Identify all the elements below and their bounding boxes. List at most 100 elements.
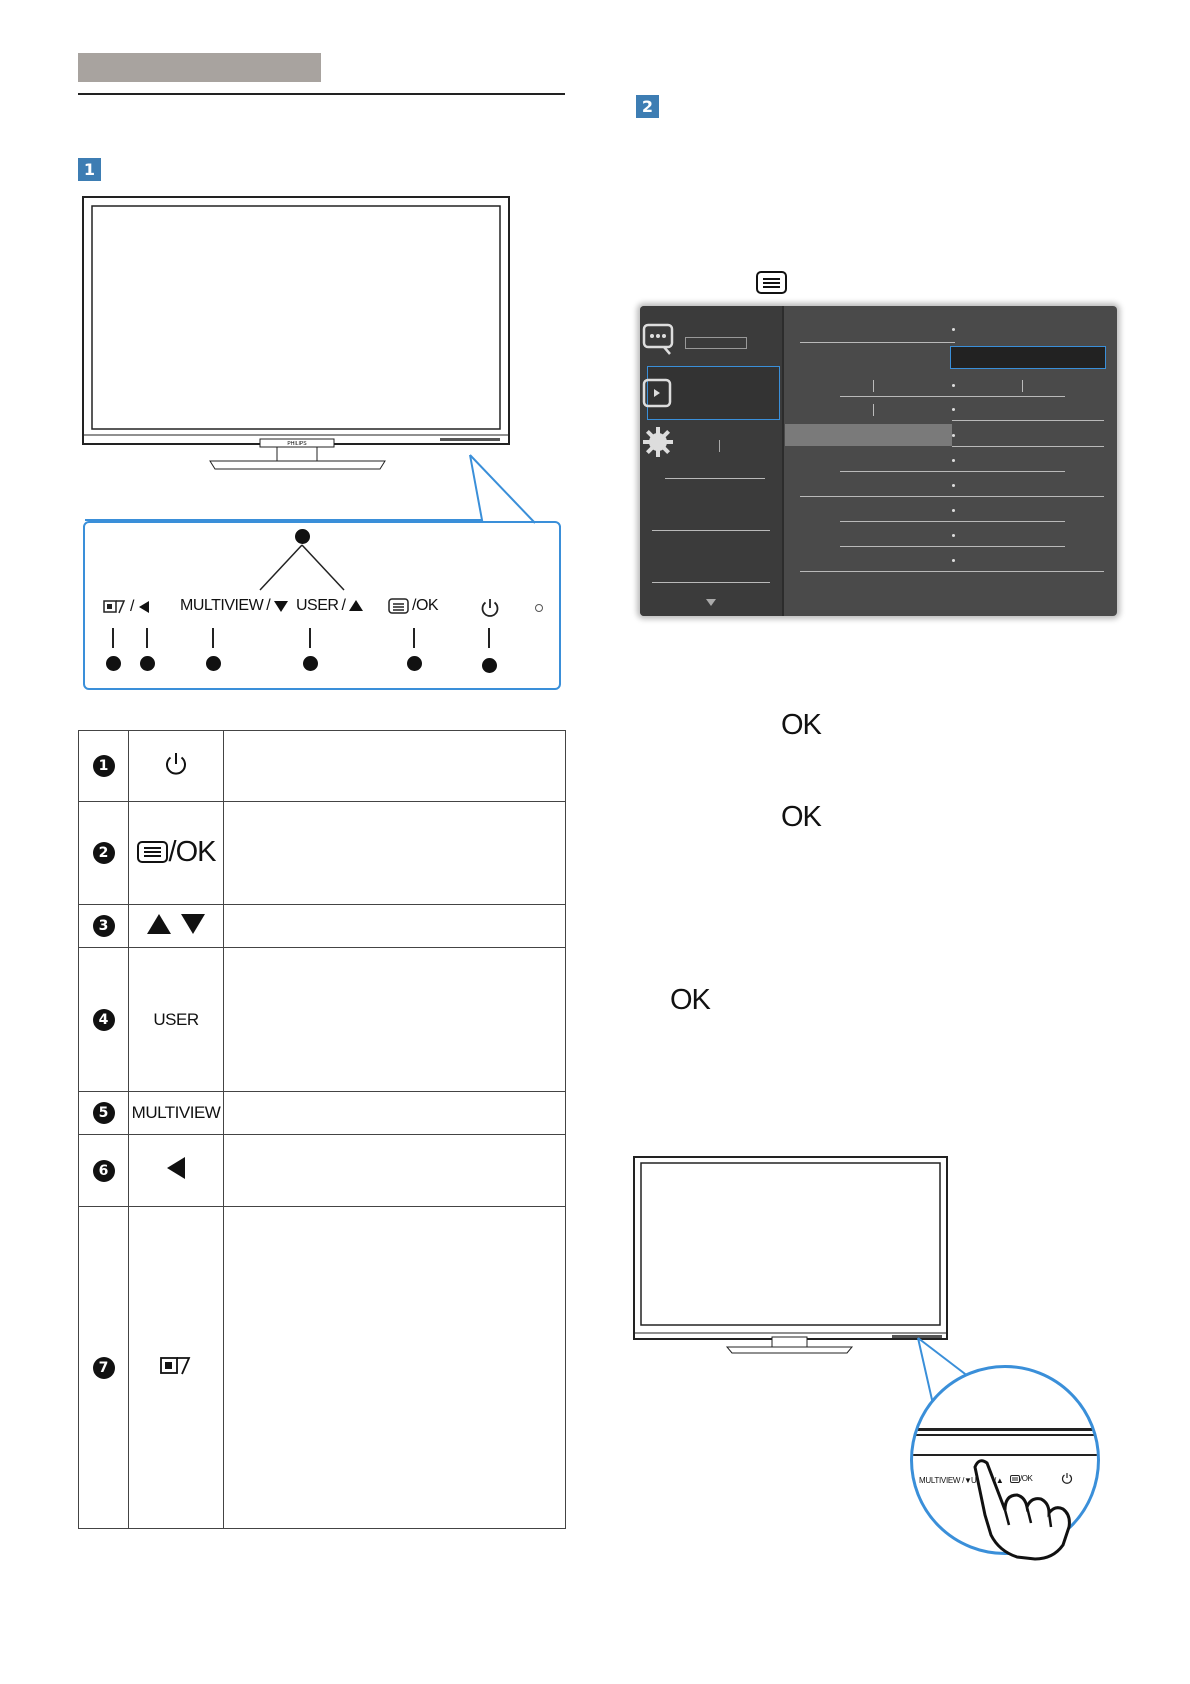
- osd-line: [652, 530, 770, 531]
- ok-button-text: OK: [781, 801, 822, 833]
- callout-tick: [212, 628, 214, 648]
- osd-line: [840, 546, 1065, 547]
- table-row: 4 USER: [78, 947, 566, 1092]
- table-row: 6: [78, 1134, 566, 1207]
- up-down-pointer-lines: [259, 544, 345, 591]
- callout-tick: [413, 628, 415, 648]
- row-description: [223, 801, 566, 905]
- osd-dot: [952, 384, 955, 387]
- osd-line: [840, 521, 1065, 522]
- section-rule: [78, 93, 565, 95]
- callout-dot-1: [482, 658, 497, 673]
- up-arrow-icon: [349, 600, 364, 611]
- input-left-control[interactable]: /: [103, 597, 151, 617]
- osd-highlighted-option[interactable]: [950, 346, 1106, 369]
- closeup-menu-ok: /OK: [1010, 1474, 1033, 1483]
- user-text: USER: [153, 1009, 199, 1029]
- osd-scroll-down-icon[interactable]: [705, 598, 717, 608]
- osd-separator: [873, 404, 874, 416]
- power-led-indicator: [535, 604, 543, 612]
- menu-icon: [136, 841, 168, 864]
- row-description: [223, 730, 566, 802]
- power-icon[interactable]: [479, 597, 501, 619]
- osd-line: [952, 420, 1104, 421]
- input-control-separator: /: [130, 598, 134, 615]
- ok-label: /OK: [412, 597, 439, 614]
- down-arrow-icon: [274, 601, 289, 612]
- monitor-front-illustration-small: [633, 1156, 948, 1354]
- osd-line: [952, 446, 1104, 447]
- bezel-edge: [913, 1434, 1097, 1436]
- closeup-ok-label: /OK: [1020, 1474, 1033, 1483]
- callout-dot-4: [303, 656, 318, 671]
- callout-tick: [309, 628, 311, 648]
- callout-tick: [146, 628, 148, 648]
- ok-label: /OK: [168, 835, 217, 868]
- section-header-bar: [78, 53, 321, 82]
- bezel-edge: [913, 1454, 1097, 1456]
- multiview-separator: /: [266, 597, 271, 614]
- input-icon: [160, 1357, 191, 1375]
- callout-tick: [112, 628, 114, 648]
- osd-chat-icon: [642, 323, 674, 355]
- input-icon: [103, 600, 126, 614]
- button-panel-callout: [83, 521, 561, 690]
- closeup-multiview-label: MULTIVIEW /▼: [919, 1476, 972, 1485]
- osd-separator: [873, 380, 874, 392]
- row-number: 1: [92, 755, 115, 777]
- callout-dot-2: [407, 656, 422, 671]
- row-description: [223, 1091, 566, 1135]
- osd-placeholder-field: [685, 337, 747, 349]
- osd-dot: [952, 408, 955, 411]
- hand-pressing-icon: [973, 1459, 1071, 1561]
- monitor-front-illustration: PHILIPS: [82, 196, 510, 470]
- figure-2-badge: 2: [636, 95, 659, 118]
- callout-connector: [85, 454, 536, 524]
- callout-dot-7: [106, 656, 121, 671]
- osd-sidebar: [640, 306, 784, 616]
- table-row: 7: [78, 1206, 566, 1529]
- table-row: 5 MULTIVIEW: [78, 1091, 566, 1135]
- figure-1-badge: 1: [78, 158, 101, 181]
- multiview-down-control[interactable]: MULTIVIEW /: [180, 597, 289, 615]
- table-row: 1: [78, 730, 566, 802]
- table-row: 3: [78, 904, 566, 948]
- row-number: 6: [92, 1159, 115, 1182]
- menu-icon: [388, 598, 409, 614]
- user-up-control[interactable]: USER /: [296, 597, 364, 615]
- row-description: [223, 1206, 566, 1529]
- callout-tick: [488, 628, 490, 648]
- table-row: 2 /OK: [78, 801, 566, 905]
- osd-line: [840, 396, 1065, 397]
- osd-dot: [952, 559, 955, 562]
- callout-dot-3: [295, 529, 310, 544]
- osd-dot: [952, 534, 955, 537]
- osd-dot: [952, 328, 955, 331]
- osd-line: [665, 478, 765, 479]
- power-icon: [166, 752, 186, 775]
- ok-button-text: OK: [781, 709, 822, 741]
- row-number: 7: [92, 1356, 115, 1379]
- osd-menu-screenshot: [640, 306, 1117, 616]
- row-number: 2: [92, 842, 115, 864]
- menu-icon: [1010, 1474, 1020, 1483]
- osd-line: [800, 571, 1104, 572]
- osd-input-icon: [642, 378, 672, 408]
- callout-dot-6: [140, 656, 155, 671]
- osd-line: [840, 471, 1065, 472]
- osd-dot: [952, 484, 955, 487]
- user-label: USER: [296, 597, 339, 614]
- menu-icon: [756, 271, 787, 294]
- multiview-text: MULTIVIEW: [131, 1103, 221, 1122]
- up-down-arrows-icon: [147, 913, 205, 934]
- row-description: [223, 904, 566, 948]
- osd-separator: [1022, 380, 1023, 392]
- osd-line: [652, 582, 770, 583]
- ok-button-text: OK: [670, 984, 711, 1016]
- osd-hover-row[interactable]: [785, 424, 952, 446]
- multiview-label: MULTIVIEW: [180, 597, 264, 614]
- row-number: 4: [92, 1008, 115, 1031]
- menu-ok-control[interactable]: /OK: [388, 597, 439, 615]
- brand-logo: PHILIPS: [287, 441, 307, 447]
- power-icon: [1061, 1473, 1073, 1484]
